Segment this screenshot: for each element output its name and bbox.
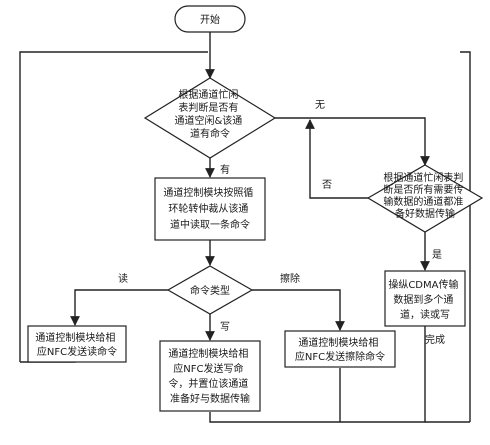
decision-ready-text: 根据通道忙闲表判 断是否所有需要传 输数据的通道都准 备好数据传输: [383, 171, 466, 220]
process-erase-command: 通道控制模块给相 应NFC发送擦除命令: [284, 330, 396, 368]
edge-labels: 无 有 否 是 读 写 擦除 完成: [118, 100, 445, 346]
start-text: 开始: [200, 13, 220, 26]
decision-ready-check: 根据通道忙闲表判 断是否所有需要传 输数据的通道都准 备好数据传输: [366, 164, 484, 233]
process-cdma-transfer: 操纵CDMA传输 数据到多个通 道，读或写: [384, 270, 466, 327]
decision-command-type: 命令类型: [166, 265, 254, 315]
arrow-type-erase: [252, 289, 345, 331]
label-no-ready: 否: [322, 179, 332, 191]
start-node: 开始: [174, 5, 246, 33]
label-write: 写: [220, 321, 230, 333]
decision-type-text: 命令类型: [190, 284, 230, 297]
process-read-command: 通道控制模块给相 应NFC发送读命令: [27, 325, 127, 363]
process-read-text: 通道控制模块给相 应NFC发送读命令: [35, 331, 118, 358]
arrow-idle-no: [275, 117, 430, 166]
loop-back-right: [460, 51, 471, 422]
loop-back-left: [19, 51, 208, 362]
process-poll-command: 通道控制模块按照循 环轮转仲裁从该通 道中读取一条命令: [154, 177, 266, 241]
process-erase-text: 通道控制模块给相 应NFC发送擦除命令: [295, 336, 385, 363]
process-write-text: 通道控制模块给相 应NFC发送写命 令，并置位该通道 准备好与数据传输: [168, 347, 251, 405]
connectors: [19, 32, 471, 423]
arrow-ready-no: [305, 119, 368, 199]
label-erase: 擦除: [280, 272, 300, 285]
arrow-type-read: [70, 289, 168, 326]
bottom-join: [209, 326, 426, 423]
label-yes-ready: 是: [432, 249, 442, 261]
process-poll-text: 通道控制模块按照循 环轮转仲裁从该通 道中读取一条命令: [163, 186, 256, 231]
decision-idle-text: 根据通道忙闲 表判断是否有 通道空闲&该通 道有命令: [175, 88, 246, 140]
label-done: 完成: [425, 333, 445, 346]
label-yes-idle: 有: [220, 163, 230, 176]
label-read: 读: [118, 272, 128, 285]
process-cdma-text: 操纵CDMA传输 数据到多个通 道，读或写: [388, 278, 461, 321]
process-write-command: 通道控制模块给相 应NFC发送写命 令，并置位该通道 准备好与数据传输: [159, 340, 261, 412]
label-no-idle: 无: [315, 100, 325, 111]
decision-idle-check: 根据通道忙闲 表判断是否有 通道空闲&该通 道有命令: [143, 77, 277, 159]
